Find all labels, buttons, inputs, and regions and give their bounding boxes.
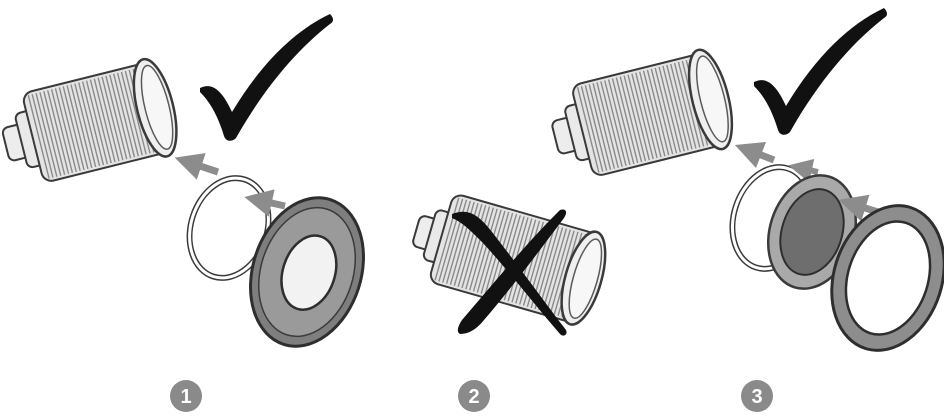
insert-arrow <box>258 200 285 206</box>
step-number: 3 <box>751 386 762 408</box>
check-mark-icon <box>754 8 887 135</box>
sensor-body-1 <box>0 55 185 194</box>
step-number: 2 <box>468 386 479 408</box>
panel-2: 2 <box>403 184 614 412</box>
cap-1 <box>232 183 382 361</box>
panel-3: 3 <box>543 8 944 412</box>
panel-1: 1 <box>0 14 382 412</box>
check-mark-icon <box>200 14 333 141</box>
step-badge-3: 3 <box>741 380 773 412</box>
step-badge-2: 2 <box>458 380 490 412</box>
step-number: 1 <box>180 386 191 408</box>
insert-arrow <box>800 168 818 172</box>
insert-arrow <box>748 150 774 160</box>
insert-arrow <box>188 162 218 172</box>
sensor-body-3 <box>543 46 740 188</box>
step-badge-1: 1 <box>170 380 202 412</box>
